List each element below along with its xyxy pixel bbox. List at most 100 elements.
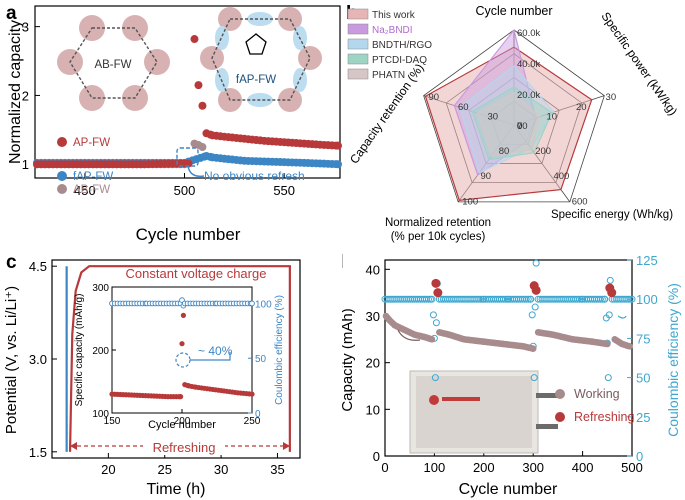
ce-point bbox=[605, 311, 613, 319]
ce-point bbox=[574, 295, 582, 303]
x-tick-label: 100 bbox=[424, 460, 446, 475]
working-point bbox=[529, 345, 537, 352]
radar-tick-label: 90 bbox=[481, 171, 492, 182]
fap-fw-structure-label: fAP-FW bbox=[236, 74, 276, 86]
ce-point bbox=[431, 374, 439, 382]
radar-series-0 bbox=[424, 46, 593, 201]
inset-y2-tick-label: 50 bbox=[255, 354, 267, 365]
inset-y2-tick-label: 0 bbox=[255, 409, 261, 420]
radar-tick-label: 600 bbox=[572, 196, 588, 207]
pouch-cell-photo bbox=[409, 370, 558, 454]
legend-marker-refreshing bbox=[555, 412, 565, 422]
inset-y2label: Coulombic efficiency (%) bbox=[274, 295, 285, 405]
inset-ylabel: Specific capacity (mAh/g) bbox=[74, 294, 85, 407]
radar-tick-label: 400 bbox=[553, 171, 569, 182]
inset-annotation: ~ 40% bbox=[198, 344, 233, 358]
panel-a-ylabel: Normalized capacity bbox=[7, 20, 24, 164]
radar-series-1 bbox=[453, 28, 537, 176]
radar-tick-label: 0 bbox=[517, 121, 522, 132]
inset-capacity-point bbox=[180, 312, 186, 318]
ce-point bbox=[524, 295, 532, 303]
y-tick-label: 3.0 bbox=[29, 352, 47, 367]
radar-tick-label: 90 bbox=[428, 92, 439, 103]
inset-x-tick-label: 200 bbox=[174, 416, 191, 427]
x-tick-label: 0 bbox=[381, 460, 388, 475]
radar-tick-label: 60 bbox=[458, 102, 469, 113]
constant-voltage-label: Constant voltage charge bbox=[126, 266, 267, 281]
y2-tick-label: 0 bbox=[636, 449, 643, 464]
legend-label-refreshing: Refreshing bbox=[574, 410, 634, 424]
y-tick-label: 3 bbox=[22, 20, 29, 35]
inset-x-tick-label: 250 bbox=[244, 416, 261, 427]
series-line-constant-voltage-charge bbox=[68, 265, 291, 452]
legend-label: PTCDI-DAQ bbox=[372, 55, 427, 66]
inset-y-tick-label: 200 bbox=[92, 346, 109, 357]
radar-axis-normalized-retention-unit: (% per 10k cycles) bbox=[391, 231, 486, 243]
y2-tick-label: 50 bbox=[636, 371, 650, 386]
panel-a-letter: a bbox=[6, 3, 17, 24]
ce-arrow bbox=[617, 315, 627, 319]
radar-grid-ring bbox=[423, 29, 605, 203]
y-tick-label: 30 bbox=[366, 309, 380, 324]
ab-fw-structure-image: AB-FW bbox=[57, 15, 170, 111]
panel-b-chart: b 020.0k40.0k60.0k0102030020040060070809… bbox=[346, 3, 680, 243]
x-tick-label: 400 bbox=[572, 460, 594, 475]
legend-marker-ab-fw bbox=[57, 184, 67, 194]
ce-point bbox=[522, 295, 530, 303]
panel-d-xlabel: Cycle number bbox=[459, 481, 558, 498]
radar-axis-cycle-number: Cycle number bbox=[475, 4, 552, 18]
x-tick-label: 450 bbox=[74, 183, 96, 198]
radar-tick-label: 0 bbox=[517, 121, 522, 132]
legend-label-working: Working bbox=[574, 387, 620, 401]
ce-point bbox=[604, 374, 612, 382]
radar-axis-specific-energy: Specific energy (Wh/kg) bbox=[551, 209, 673, 221]
y2-tick-label: 25 bbox=[636, 410, 650, 425]
inset-y2-tick-label: 100 bbox=[255, 299, 272, 310]
inset-xlabel: Cycle number bbox=[148, 419, 216, 431]
y2-tick-label: 125 bbox=[636, 253, 658, 268]
radar-tick-label: 40.0k bbox=[517, 59, 540, 70]
panel-d-letter: d bbox=[342, 252, 344, 273]
refreshing-point bbox=[431, 278, 441, 288]
x-tick-label: 200 bbox=[473, 460, 495, 475]
radar-tick-label: 30 bbox=[606, 92, 617, 103]
working-arrow bbox=[397, 329, 421, 341]
legend-marker-fap-fw bbox=[57, 171, 67, 181]
panel-d-ylabel: Capacity (mAh) bbox=[342, 308, 356, 411]
x-tick-label: 30 bbox=[214, 462, 228, 477]
working-point bbox=[428, 336, 436, 343]
fap-fw-structure-image: fAP-FW bbox=[200, 7, 322, 112]
legend-swatch bbox=[347, 53, 369, 65]
inset-capacity-point bbox=[179, 341, 185, 347]
y-tick-label: 2 bbox=[22, 88, 29, 103]
ab-fw-structure-label: AB-FW bbox=[94, 59, 131, 71]
ce-point bbox=[596, 295, 604, 303]
working-point bbox=[604, 340, 611, 348]
y-tick-label: 20 bbox=[366, 356, 380, 371]
refreshing-label-bg bbox=[143, 441, 225, 455]
panel-d-legend: Working Refreshing bbox=[555, 387, 634, 424]
radar-tick-label: 0 bbox=[517, 121, 522, 132]
data-point-ab-fw bbox=[198, 143, 207, 152]
ce-point bbox=[532, 259, 540, 267]
no-refresh-annotation: No obvious refresh bbox=[204, 169, 305, 183]
y-tick-label: 1 bbox=[22, 157, 29, 172]
data-point-ap-fw bbox=[190, 35, 199, 44]
ce-point bbox=[475, 295, 483, 303]
x-tick-label: 500 bbox=[621, 460, 643, 475]
legend-label-fap-fw: fAP-FW bbox=[73, 171, 113, 183]
ce-point bbox=[530, 374, 538, 382]
panel-c-ylabel: Potential (V, vs. Li/Li⁺) bbox=[3, 286, 20, 434]
ce-point bbox=[601, 295, 609, 303]
radar-axis-normalized-retention: Normalized retention bbox=[385, 217, 491, 229]
ce-point bbox=[624, 295, 632, 303]
radar-tick-label: 20 bbox=[576, 102, 587, 113]
inset-capacity-point bbox=[178, 394, 184, 400]
inset-x-tick-label: 150 bbox=[104, 416, 121, 427]
panel-d-y2label: Coulombic efficiency (%) bbox=[665, 283, 681, 437]
panel-c-series bbox=[65, 265, 291, 452]
refreshing-label: Refreshing bbox=[153, 440, 216, 455]
